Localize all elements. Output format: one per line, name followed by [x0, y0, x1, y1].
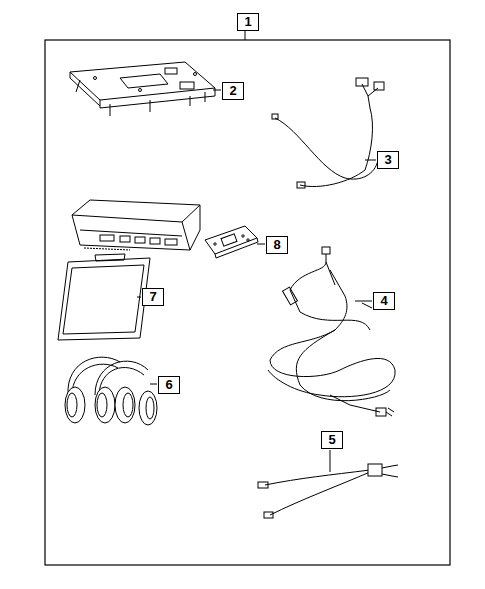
video-cable — [268, 247, 395, 416]
callout-number: 8 — [266, 236, 288, 254]
wire-harness — [272, 78, 384, 188]
remote-control — [205, 226, 258, 258]
y-adapter-cable — [258, 464, 398, 518]
leader-line — [355, 301, 372, 302]
overhead-video-screen — [58, 200, 200, 340]
callout-number: 6 — [158, 376, 180, 394]
callout-number: 2 — [222, 82, 244, 100]
leader-line — [257, 244, 265, 245]
leader-line — [213, 90, 221, 91]
kit-frame — [45, 40, 450, 565]
callout-number: 3 — [377, 151, 399, 169]
leader-line — [137, 297, 141, 298]
leader-line — [330, 450, 331, 472]
leader-line — [245, 31, 246, 40]
mounting-bracket — [70, 62, 215, 116]
callout-number: 5 — [321, 431, 343, 449]
callout-number: 7 — [142, 288, 164, 306]
wireless-headphones — [65, 357, 157, 425]
leader-line — [365, 160, 376, 161]
callout-number: 4 — [373, 292, 395, 310]
leader-line — [150, 384, 157, 385]
callout-number: 1 — [237, 13, 259, 31]
